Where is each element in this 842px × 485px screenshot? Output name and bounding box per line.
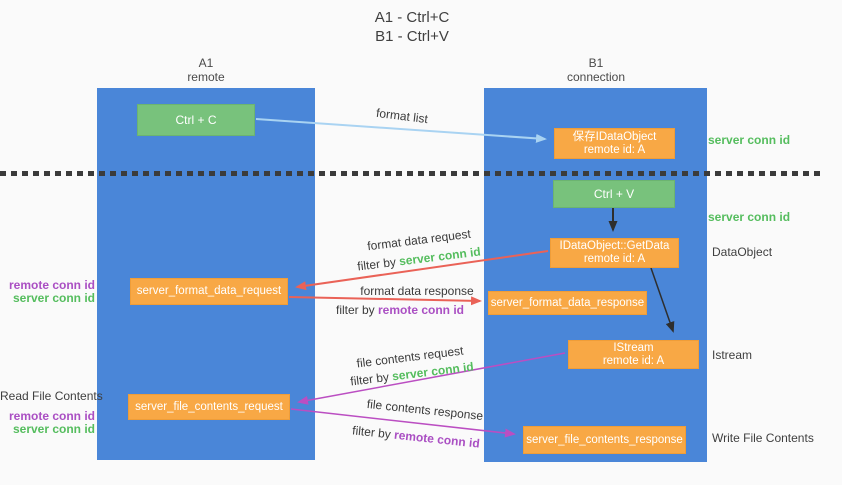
label-format-data-response: format data response xyxy=(360,284,474,298)
label-write-file-contents: Write File Contents xyxy=(712,431,814,445)
server-file-contents-response-label: server_file_contents_response xyxy=(526,433,683,446)
ctrl-c-label: Ctrl + C xyxy=(175,113,217,127)
server-format-data-response-label: server_format_data_response xyxy=(490,296,645,309)
dotted-divider-line xyxy=(0,171,823,176)
label-read-file-contents: Read File Contents xyxy=(0,389,103,403)
istream-line2: remote id: A xyxy=(602,354,665,367)
getdata-line1: IDataObject::GetData xyxy=(559,240,670,252)
node-save-idataobject: 保存IDataObject remote id: A xyxy=(554,128,675,159)
server-format-data-request-label: server_format_data_request xyxy=(136,285,282,297)
node-istream: IStream remote id: A xyxy=(568,340,699,369)
arrow-format-data-request xyxy=(295,250,549,291)
title-line-2: B1 - Ctrl+V xyxy=(375,28,449,45)
diagram-title: A1 - Ctrl+C B1 - Ctrl+V xyxy=(312,8,512,46)
arrow-getdata-to-istream xyxy=(650,267,675,333)
label-server-conn-id-right-mid: server conn id xyxy=(708,210,791,224)
lane-header-b1-connection: B1 connection xyxy=(536,56,656,84)
save-idataobject-line1: 保存IDataObject xyxy=(572,130,657,143)
label-remote-conn-id-left-top: remote conn id xyxy=(8,278,95,292)
lane-a1-title: A1 xyxy=(198,56,214,70)
node-ctrl-v: Ctrl + V xyxy=(553,180,675,208)
node-server-format-data-response: server_format_data_response xyxy=(488,291,647,315)
lane-header-a1-remote: A1 remote xyxy=(146,56,266,84)
node-ctrl-c: Ctrl + C xyxy=(137,104,255,136)
node-server-format-data-request: server_format_data_request xyxy=(130,278,288,305)
remote-conn-id-value: remote conn id xyxy=(378,303,465,317)
arrow-format-data-response xyxy=(288,296,482,306)
label-server-conn-id-left-top: server conn id xyxy=(12,291,95,305)
label-server-conn-id-right-top: server conn id xyxy=(708,133,791,147)
filter-by-prefix: filter by xyxy=(335,303,378,317)
label-filter-by-remote-conn-id-1: filter by remote conn id xyxy=(336,303,464,317)
arrow-file-contents-response xyxy=(290,408,516,438)
getdata-line2: remote id: A xyxy=(583,253,646,265)
ctrl-v-label: Ctrl + V xyxy=(593,187,635,201)
arrow-format-list xyxy=(255,118,547,143)
label-remote-conn-id-left-bottom: remote conn id xyxy=(8,409,95,423)
server-file-contents-request-label: server_file_contents_request xyxy=(135,400,283,413)
lane-b1-title: B1 xyxy=(588,56,604,70)
lane-b1-subtitle: connection xyxy=(566,70,626,84)
title-line-1: A1 - Ctrl+C xyxy=(374,9,450,26)
label-istream: Istream xyxy=(712,348,753,362)
node-server-file-contents-request: server_file_contents_request xyxy=(128,394,290,420)
save-idataobject-line2: remote id: A xyxy=(583,143,646,156)
arrow-file-contents-request xyxy=(297,352,566,405)
label-server-conn-id-left-bottom: server conn id xyxy=(12,422,95,436)
istream-line1: IStream xyxy=(613,341,654,354)
node-server-file-contents-response: server_file_contents_response xyxy=(523,426,686,454)
label-dataobject: DataObject xyxy=(712,245,773,259)
node-idataobject-getdata: IDataObject::GetData remote id: A xyxy=(550,238,679,268)
lane-a1-subtitle: remote xyxy=(187,70,225,84)
